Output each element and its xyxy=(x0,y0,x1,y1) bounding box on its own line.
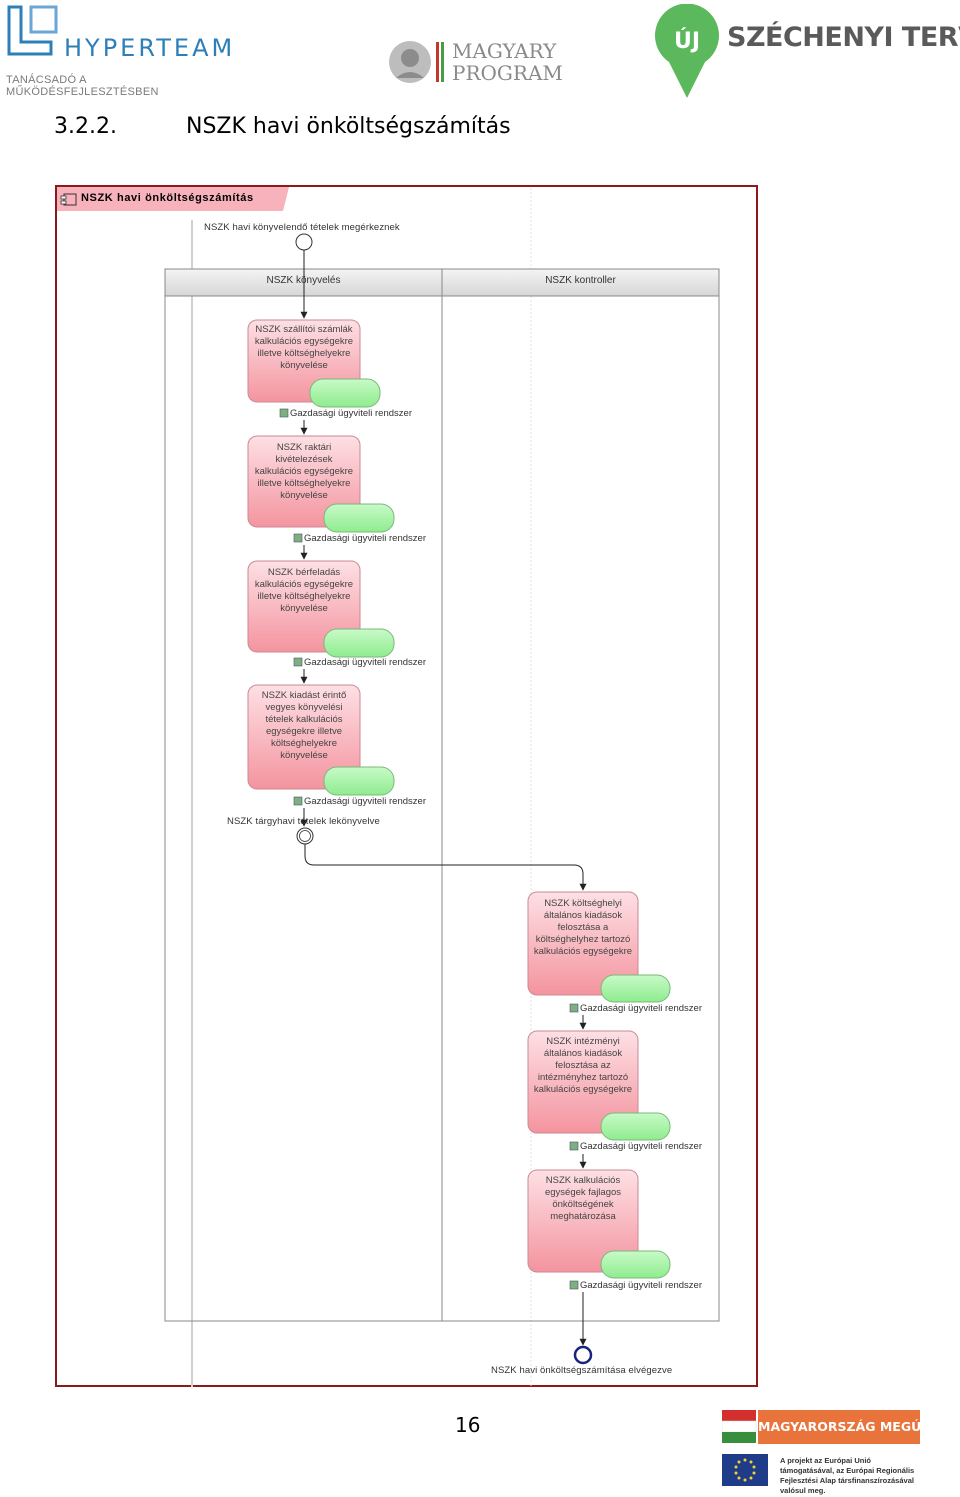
activity-right-2 xyxy=(527,1030,639,1134)
frame-title-tab xyxy=(57,187,289,211)
activity-left-1-label: NSZK szállítói számlák kalkulációs egysé… xyxy=(254,324,354,371)
system-pill-left-3 xyxy=(323,628,395,658)
activity-right-2-label: NSZK intézményi általános kiadások felos… xyxy=(533,1036,633,1095)
package-icon xyxy=(60,193,77,206)
system-icon xyxy=(569,1280,579,1290)
magyary-logo: MAGYARY PROGRAM xyxy=(388,38,568,88)
frame-title-text: NSZK havi önköltségszámítás xyxy=(81,192,254,204)
system-label-left-3: Gazdasági ügyviteli rendszer xyxy=(304,657,426,668)
section-title: NSZK havi önköltségszámítás xyxy=(186,114,511,139)
system-icon xyxy=(569,1141,579,1151)
activity-left-4-label: NSZK kiadást érintő vegyes könyvelési té… xyxy=(261,690,347,761)
szechenyi-terv-logo: ÚJ SZÉCHENYI TERV xyxy=(655,4,960,100)
hyperteam-tagline: TANÁCSADÓ A MŰKÖDÉSFEJLESZTÉSBEN xyxy=(6,74,159,98)
hungarian-flag-icon xyxy=(722,1410,757,1443)
system-pill-left-2 xyxy=(323,503,395,533)
end-event xyxy=(573,1345,593,1365)
section-number: 3.2.2. xyxy=(54,114,117,139)
lane-header-konyveles: NSZK könyvelés xyxy=(266,275,341,286)
intermediate-event-label: NSZK tárgyhavi tételek lekönyvelve xyxy=(227,816,380,827)
activity-right-1 xyxy=(527,891,639,996)
portrait-medallion-icon xyxy=(389,41,444,83)
system-icon xyxy=(293,796,303,806)
magyary-line1: MAGYARY xyxy=(452,39,557,63)
eu-funding-text: A projekt az Európai Unió támogatásával,… xyxy=(780,1456,915,1495)
system-label-right-3: Gazdasági ügyviteli rendszer xyxy=(580,1280,702,1291)
lane-header-kontroller: NSZK kontroller xyxy=(545,275,616,286)
activity-left-2 xyxy=(247,435,361,528)
banner-text: MAGYARORSZÁG MEGÚJUL xyxy=(758,1410,944,1444)
system-icon xyxy=(293,657,303,667)
activity-left-3 xyxy=(247,560,361,653)
system-pill-right-2 xyxy=(600,1112,671,1141)
system-label-left-1: Gazdasági ügyviteli rendszer xyxy=(290,408,412,419)
activity-right-1-label: NSZK költséghelyi általános kiadások fel… xyxy=(533,898,633,957)
activity-left-3-label: NSZK bérfeladás kalkulációs egységekre i… xyxy=(254,567,354,614)
system-label-right-2: Gazdasági ügyviteli rendszer xyxy=(580,1141,702,1152)
szechenyi-badge: ÚJ xyxy=(674,28,700,54)
start-event xyxy=(295,233,313,251)
location-pin-icon: ÚJ xyxy=(655,4,719,98)
section-heading: 3.2.2. NSZK havi önköltségszámítás xyxy=(54,114,511,139)
activity-right-3 xyxy=(527,1169,639,1273)
system-pill-right-3 xyxy=(600,1250,671,1279)
magyarorszag-megujul-logo: MAGYARORSZÁG MEGÚJUL A projekt az Európa… xyxy=(722,1410,944,1495)
end-event-label: NSZK havi önköltségszámítása elvégezve xyxy=(491,1365,673,1376)
szechenyi-name: SZÉCHENYI TERV xyxy=(727,22,960,53)
page-number: 16 xyxy=(455,1413,481,1437)
activity-left-4 xyxy=(247,684,361,790)
flow-intermediate-b1 xyxy=(304,844,587,891)
hyperteam-logo: HYPERTEAM TANÁCSADÓ A MŰKÖDÉSFEJLESZTÉSB… xyxy=(6,4,236,98)
system-label-left-2: Gazdasági ügyviteli rendszer xyxy=(304,533,426,544)
system-icon xyxy=(569,1003,579,1013)
system-pill-left-4 xyxy=(323,766,395,796)
hyperteam-name: HYPERTEAM xyxy=(64,34,236,62)
system-pill-left-1 xyxy=(309,378,381,408)
frame-title: NSZK havi önköltségszámítás xyxy=(57,187,289,211)
system-icon xyxy=(279,408,289,418)
start-event-label: NSZK havi könyvelendő tételek megérkezne… xyxy=(204,222,400,233)
magyary-line2: PROGRAM xyxy=(452,61,563,85)
activity-right-3-label: NSZK kalkulációs egységek fajlagos önköl… xyxy=(544,1175,622,1222)
hyperteam-mark-icon xyxy=(7,5,58,56)
system-label-left-4: Gazdasági ügyviteli rendszer xyxy=(304,796,426,807)
diagram-frame xyxy=(55,185,758,1387)
eu-flag-icon xyxy=(722,1454,768,1486)
system-label-right-1: Gazdasági ügyviteli rendszer xyxy=(580,1003,702,1014)
system-pill-right-1 xyxy=(600,974,671,1003)
magyary-name: MAGYARY PROGRAM xyxy=(452,40,563,84)
activity-left-2-label: NSZK raktári kivételezések kalkulációs e… xyxy=(254,442,354,501)
system-icon xyxy=(293,533,303,543)
